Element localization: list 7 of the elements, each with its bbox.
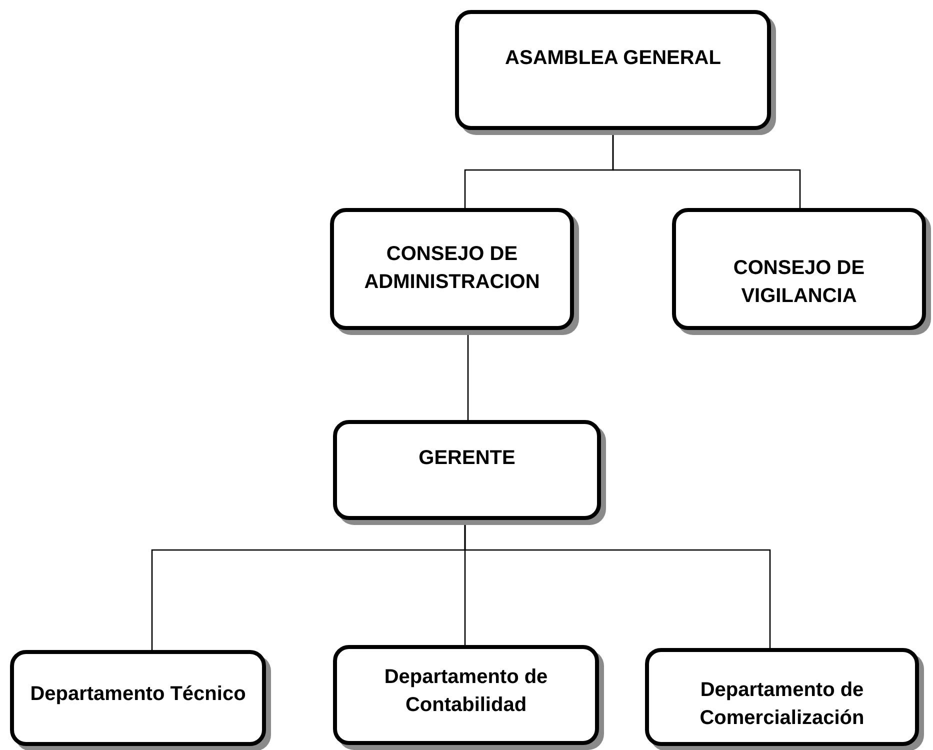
box-title: Departamento de Contabilidad xyxy=(383,665,549,718)
box-title: CONSEJO DE ADMINISTRACION xyxy=(363,242,541,295)
box-title: Departamento Técnico xyxy=(30,682,246,707)
box-title: CONSEJO DE VIGILANCIA xyxy=(732,256,866,309)
box-title: GERENTE xyxy=(418,446,516,471)
box-title: Departamento de Comercialización xyxy=(698,678,866,731)
box-title: ASAMBLEA GENERAL xyxy=(505,46,721,71)
